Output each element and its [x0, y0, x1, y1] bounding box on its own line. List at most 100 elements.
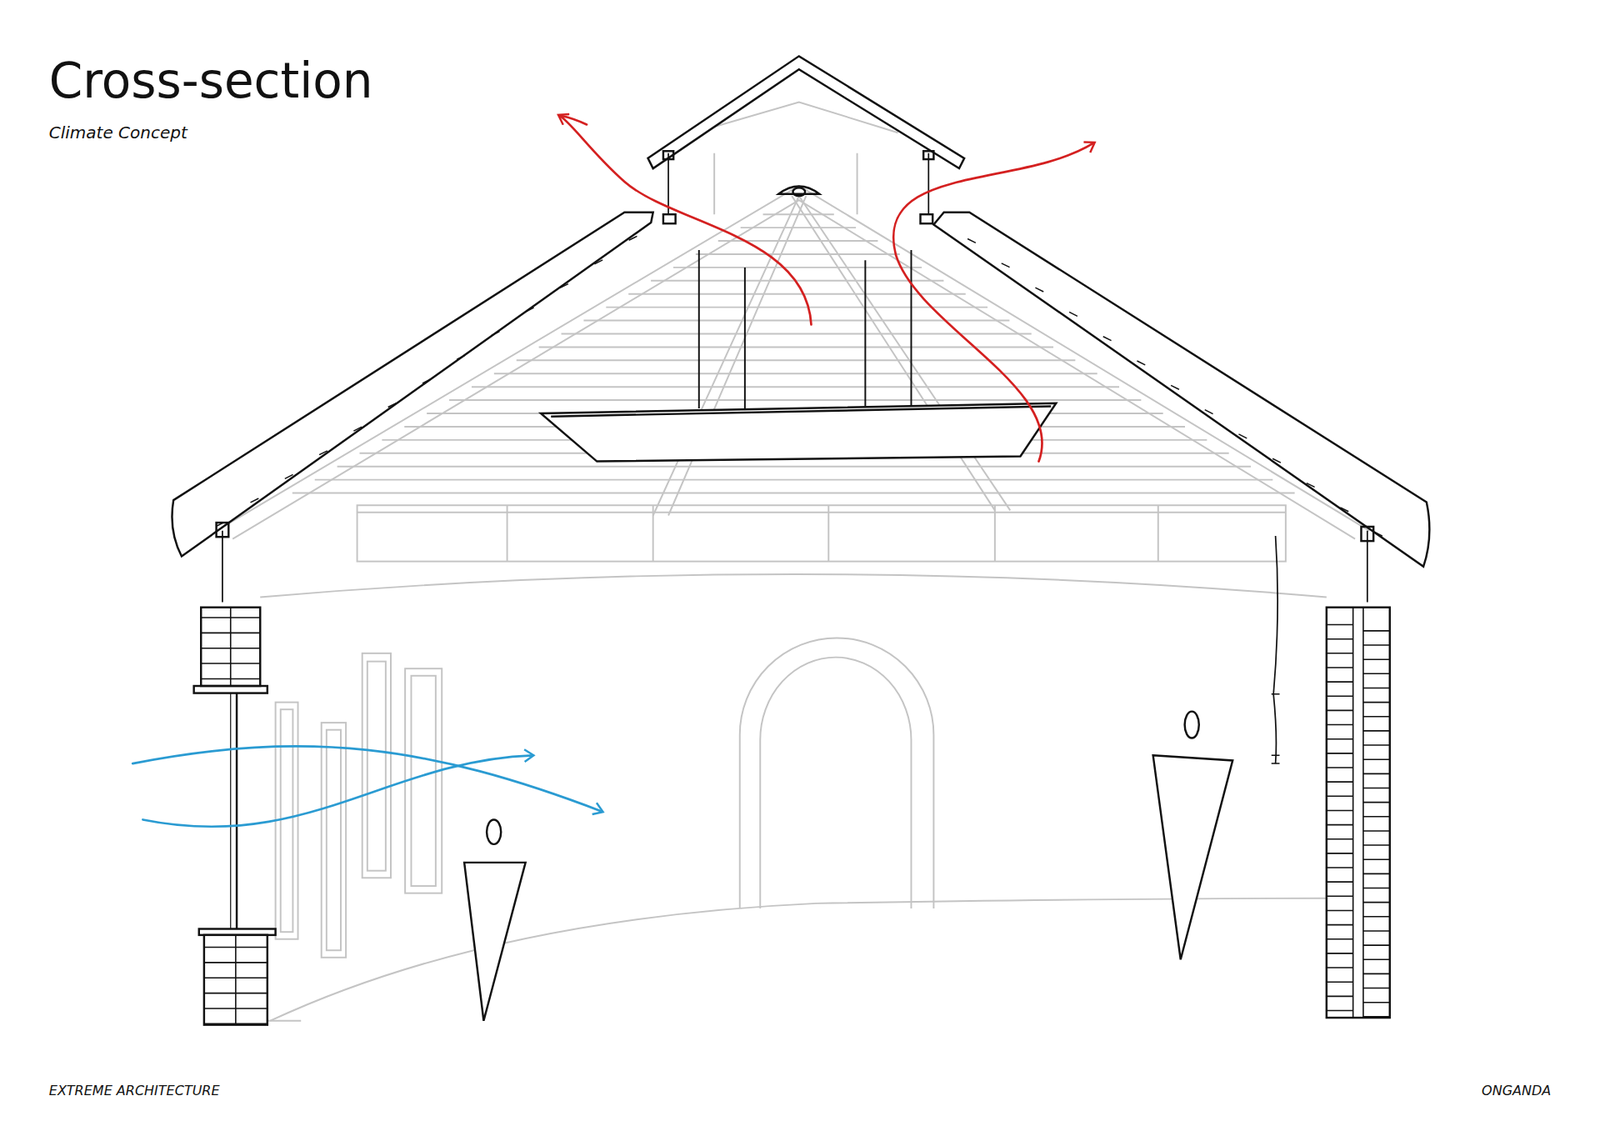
sketch-line	[456, 355, 465, 360]
sketch-line	[1326, 880, 1354, 883]
sketch-line	[1340, 507, 1349, 512]
sketch-line	[629, 235, 638, 240]
sketch-line	[1363, 1015, 1390, 1018]
sketch-line	[1326, 866, 1354, 869]
sketch-line	[1326, 810, 1354, 812]
footer-label: EXTREME ARCHITECTURE	[49, 1082, 220, 1099]
sketch-line	[1205, 410, 1214, 415]
sketch-line	[1326, 624, 1354, 626]
footer-label: ONGANDA	[1481, 1082, 1551, 1099]
sketch-line	[1326, 710, 1354, 712]
sketch-line	[1238, 434, 1247, 439]
sketch-line	[516, 359, 1076, 361]
footer-label-holder: EXTREME ARCHITECTURE	[49, 1082, 220, 1099]
sketch-line	[1363, 658, 1390, 660]
sketch-line	[1326, 952, 1354, 955]
subtitle: Climate Concept	[49, 122, 188, 143]
sketch-line	[204, 1007, 268, 1010]
sketch-line	[628, 293, 966, 295]
sketch-line	[1363, 1001, 1390, 1004]
sketch-line	[1103, 336, 1112, 341]
sketch-line	[449, 399, 1141, 401]
sketch-line	[740, 226, 856, 229]
sketch-line	[292, 492, 1295, 495]
sketch-line	[1326, 738, 1354, 740]
sketch-line	[1362, 607, 1365, 1018]
sketch-line	[1001, 263, 1010, 268]
sketch-line	[1326, 638, 1354, 640]
sketch-line	[1363, 944, 1390, 946]
sketch-line	[1363, 987, 1390, 990]
sketch-line	[1326, 838, 1354, 840]
sketch-line	[1326, 695, 1354, 697]
sketch-line	[1069, 311, 1078, 316]
sketch-line	[1363, 801, 1390, 804]
brick-columns	[194, 535, 1390, 1025]
sketch-line	[1326, 652, 1354, 655]
sketch-line	[967, 238, 976, 243]
sketch-line	[1272, 458, 1281, 463]
sketch-line	[1326, 924, 1354, 926]
sketch-line	[1326, 752, 1354, 755]
sketch-line	[525, 307, 535, 312]
sketch-line	[1326, 795, 1354, 797]
sketch-line	[1326, 766, 1354, 769]
sketch-line	[353, 426, 362, 431]
sketch-line	[594, 260, 603, 265]
interior-structure	[216, 101, 1370, 1020]
sketch-line	[204, 976, 268, 979]
sketch-line	[1326, 910, 1354, 912]
sketch-line	[1326, 995, 1354, 998]
footer-label-holder: ONGANDA	[1481, 1082, 1551, 1099]
sketch-line	[1326, 938, 1354, 940]
sketch-line	[1326, 980, 1354, 983]
sketch-line	[1352, 607, 1355, 1018]
sketch-line	[763, 213, 835, 215]
sketch-line	[673, 266, 922, 269]
sketch-line	[1035, 287, 1044, 292]
sketch-line	[285, 474, 294, 479]
sketch-line	[1326, 966, 1354, 969]
sketch-line	[1363, 973, 1390, 975]
sketch-line	[471, 385, 1120, 388]
sketch-line	[1363, 915, 1390, 918]
roof	[171, 55, 1430, 602]
sketch-line	[1136, 360, 1145, 365]
sketch-line	[1363, 958, 1390, 960]
sketch-line	[1363, 630, 1390, 632]
sketch-line	[235, 935, 237, 1025]
sketch-line	[1363, 744, 1390, 746]
sketch-line	[204, 946, 268, 949]
sketch-line	[1363, 887, 1390, 890]
sketch-line	[1326, 824, 1354, 826]
sketch-line	[319, 450, 328, 455]
title-holder: Cross-section	[49, 55, 374, 109]
person-figures	[464, 711, 1233, 1021]
sketch-line	[1326, 666, 1354, 669]
sketch-line	[200, 616, 260, 619]
sketch-line	[1170, 385, 1180, 390]
subtitle-holder: Climate Concept	[49, 122, 188, 143]
suspended-panel	[540, 250, 1056, 462]
sketch-line	[1326, 895, 1354, 898]
sketch-line	[1363, 673, 1390, 675]
sketch-line	[1306, 483, 1315, 488]
sketch-line	[230, 607, 232, 686]
sketch-line	[695, 253, 900, 255]
sketch-line	[388, 403, 397, 408]
sketch-line	[204, 1023, 268, 1025]
title: Cross-section	[49, 55, 374, 109]
sketch-line	[1374, 531, 1383, 536]
sketch-line	[560, 284, 569, 289]
sketch-line	[1326, 852, 1354, 855]
sketch-line	[1363, 858, 1390, 860]
sketch-line	[650, 280, 944, 282]
sketch-line	[200, 662, 260, 665]
sketch-line	[494, 372, 1098, 375]
sketch-line	[491, 331, 500, 336]
sketch-line	[250, 498, 260, 503]
sketch-line	[337, 465, 1251, 468]
sketch-line	[1363, 844, 1390, 846]
sketch-line	[1326, 724, 1354, 726]
sketch-line	[200, 632, 260, 635]
